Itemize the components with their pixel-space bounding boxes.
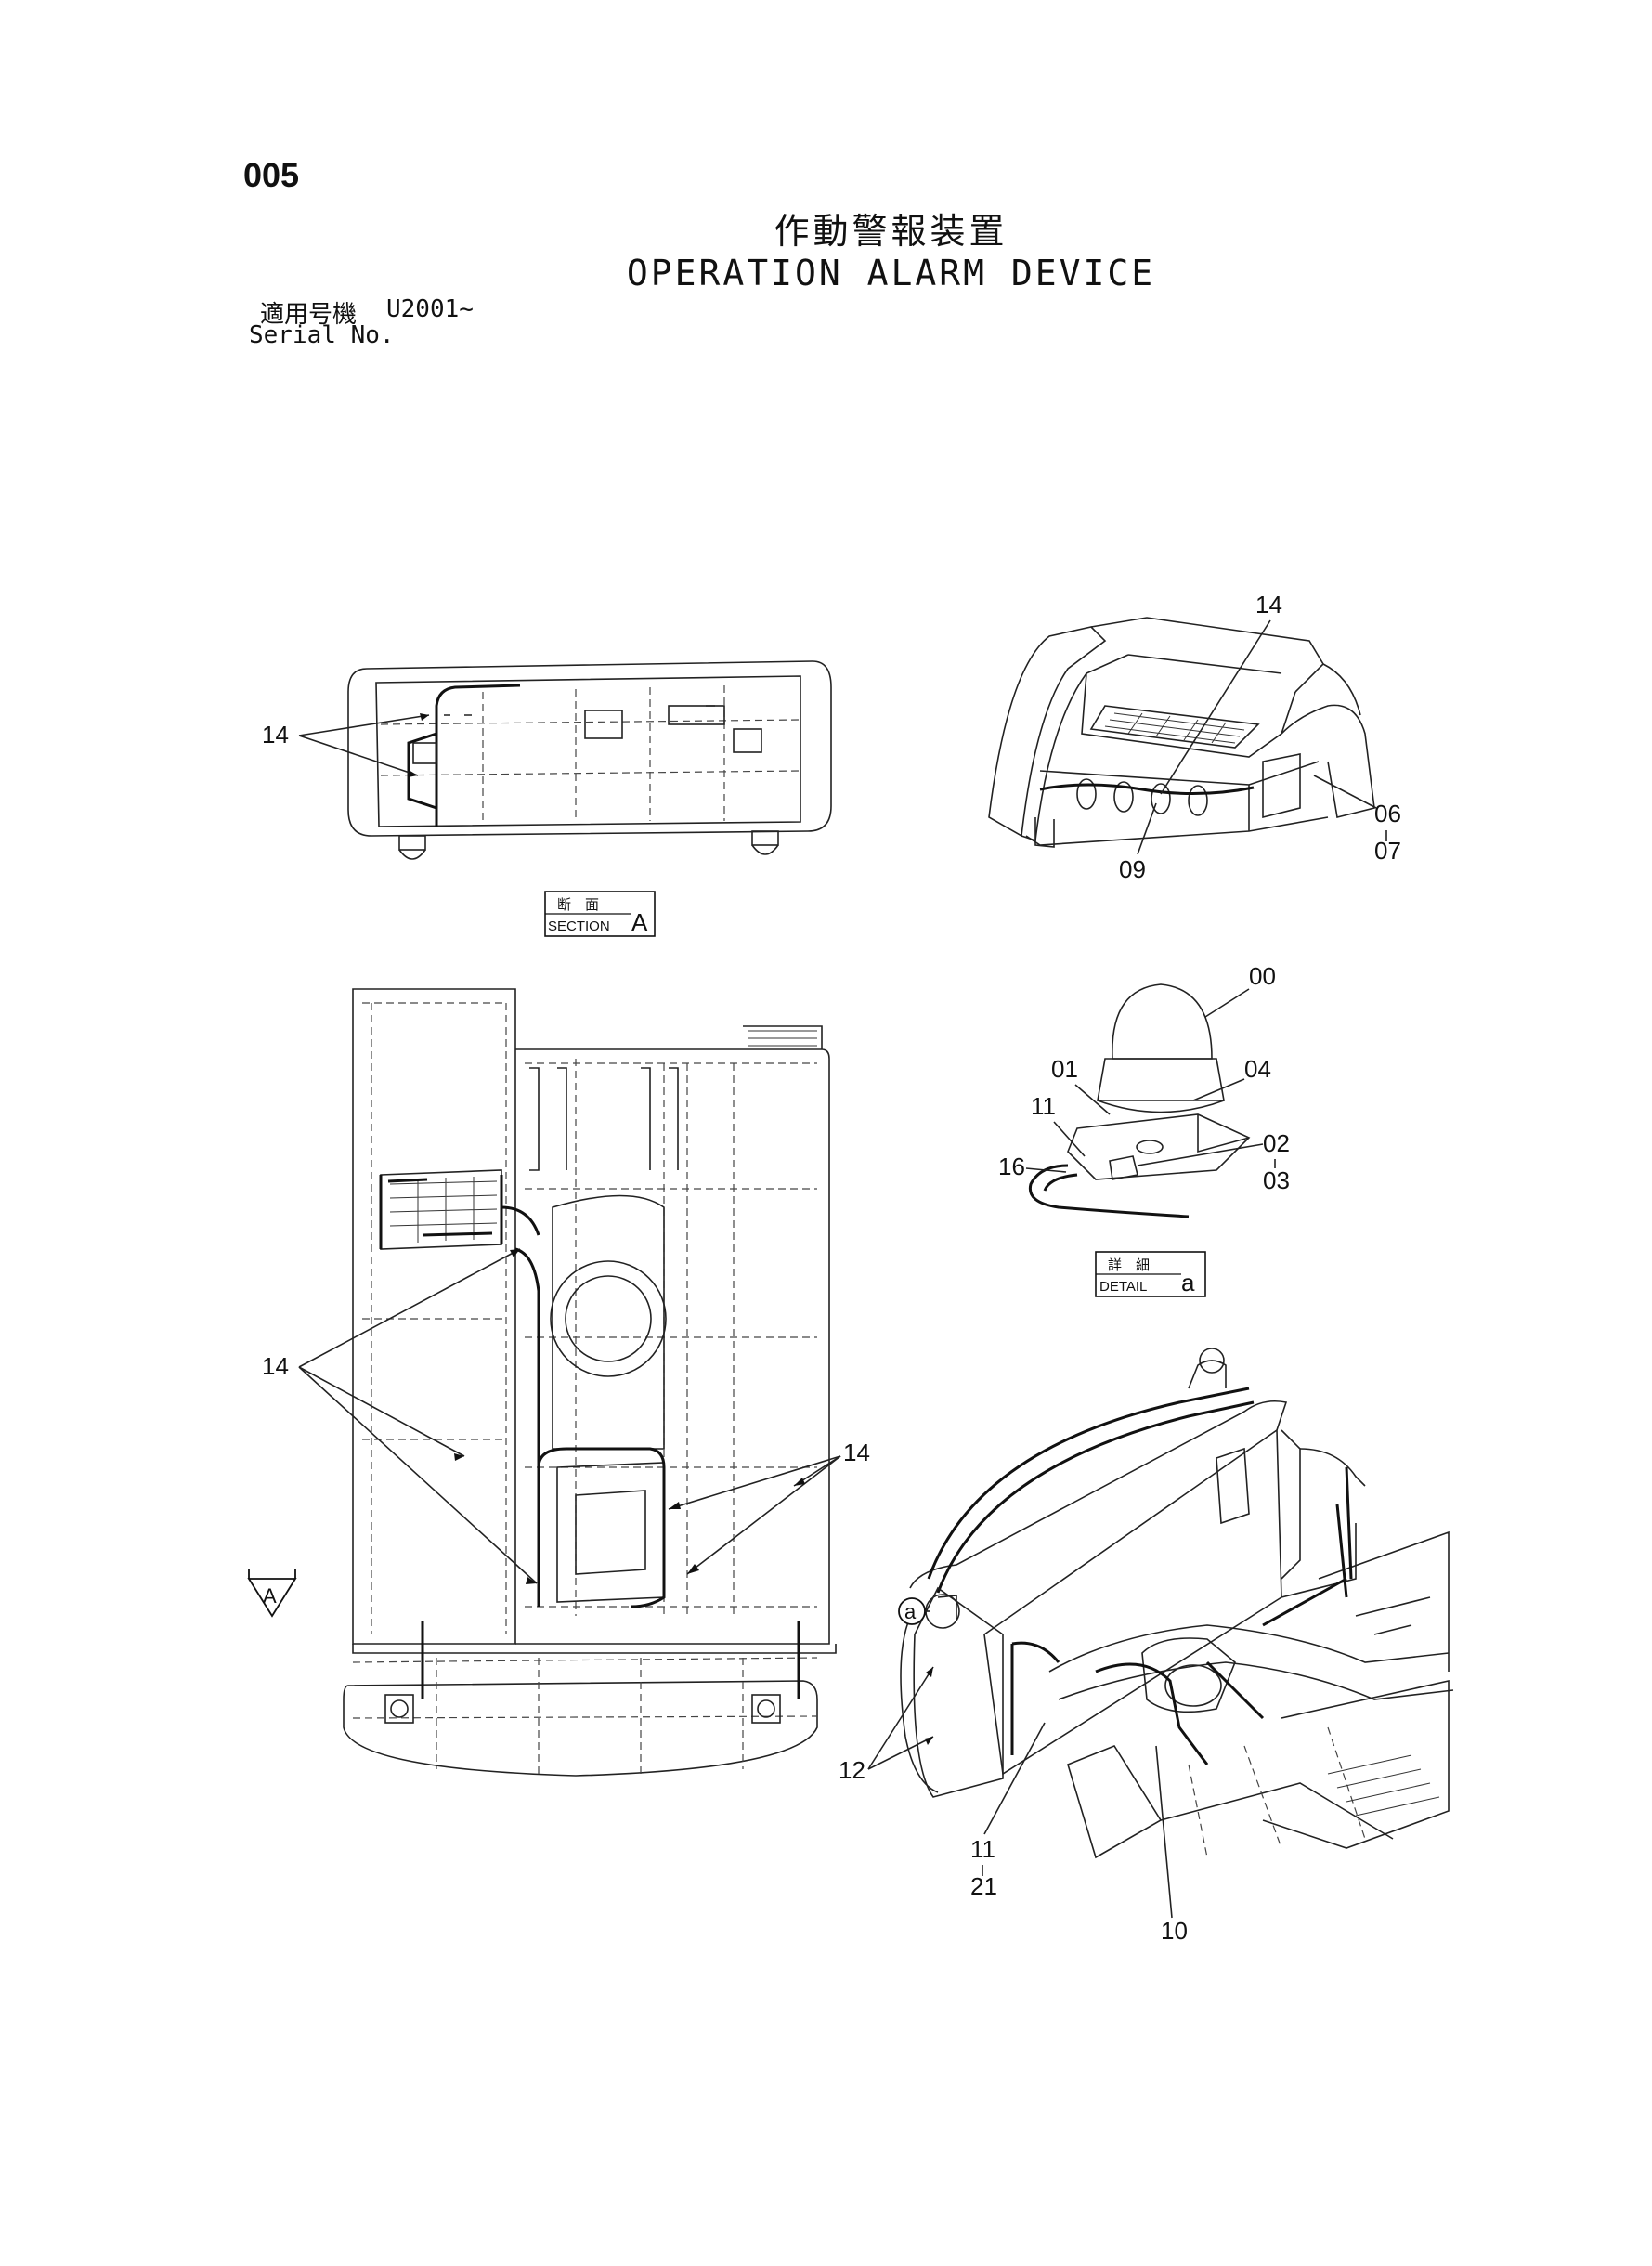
- callout-10: 10: [1161, 1917, 1188, 1945]
- view-arrow-a: A: [247, 1569, 297, 1618]
- detail-caption-ja: 詳 細: [1108, 1257, 1150, 1273]
- callout-00: 00: [1249, 962, 1276, 990]
- callout-07-cab: 07: [1374, 837, 1401, 865]
- callout-09-cab: 09: [1119, 855, 1146, 883]
- section-caption-ja: 断 面: [557, 897, 599, 913]
- detail-marker-letter: a: [904, 1600, 917, 1623]
- detail-marker-a: a: [898, 1597, 930, 1625]
- title-english: OPERATION ALARM DEVICE: [626, 253, 1156, 293]
- section-a-caption: 断 面 SECTION A: [544, 891, 656, 937]
- callout-04: 04: [1244, 1055, 1271, 1083]
- callout-14-cab: 14: [1255, 591, 1282, 619]
- callout-02: 02: [1263, 1129, 1290, 1157]
- section-a-view: 14: [262, 660, 832, 860]
- callout-11-iso: 11: [970, 1835, 995, 1863]
- callout-06-cab: 06: [1374, 800, 1401, 827]
- plan-view: 14 14: [262, 988, 870, 1777]
- callout-01: 01: [1051, 1055, 1078, 1083]
- cab-isometric-view: 14 06 07 09: [988, 591, 1401, 883]
- serial-label-japanese: 適用号機: [260, 301, 358, 329]
- callout-21: 21: [970, 1872, 997, 1900]
- callout-12: 12: [839, 1756, 865, 1784]
- detail-caption-en: DETAIL: [1099, 1279, 1147, 1295]
- callout-16: 16: [998, 1153, 1025, 1180]
- callout-14-plan-left: 14: [262, 1352, 289, 1380]
- section-caption-en: SECTION: [548, 918, 610, 934]
- callout-03: 03: [1263, 1166, 1290, 1194]
- page-number: 005: [243, 156, 300, 194]
- machine-isometric-view: a 12 11 21 10: [839, 1348, 1454, 1945]
- serial-value: U2001~: [386, 295, 474, 323]
- view-arrow-letter: A: [263, 1584, 277, 1608]
- section-caption-letter: A: [631, 908, 648, 936]
- detail-a-view: 00 01 04 11 02 03 16: [998, 962, 1290, 1218]
- detail-caption-letter: a: [1181, 1269, 1195, 1296]
- serial-label-english: Serial No.: [249, 321, 395, 349]
- detail-a-caption: 詳 細 DETAIL a: [1095, 1251, 1206, 1297]
- callout-14-plan-right: 14: [843, 1439, 870, 1466]
- callout-14-section-a: 14: [262, 721, 289, 749]
- title-japanese: 作動警報装置: [774, 211, 1008, 252]
- callout-11-detail: 11: [1031, 1092, 1056, 1120]
